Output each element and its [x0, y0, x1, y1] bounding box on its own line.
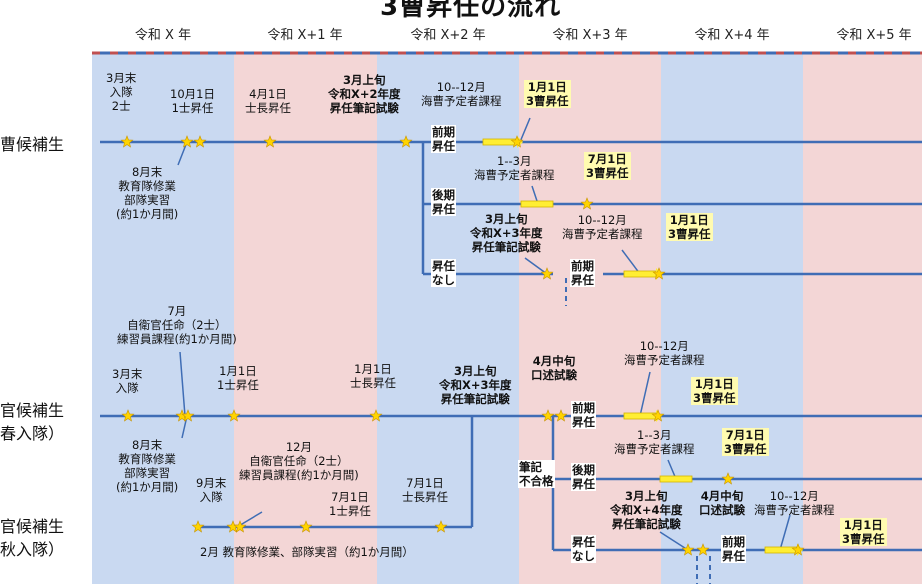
star-marker — [181, 409, 195, 422]
event-note: 12月 自衛官任命（2士） 練習員課程(約1か月間) — [239, 440, 359, 482]
branch-tag: 前期 昇任 — [721, 535, 746, 563]
event-note: 7月1日 士長昇任 — [402, 476, 448, 504]
connector-line — [524, 257, 548, 275]
year-band — [234, 52, 377, 584]
connector-line — [659, 531, 689, 551]
star-marker — [434, 520, 448, 533]
course-note: 10--12月 海曹予定者課程 — [754, 489, 835, 517]
star-marker — [696, 543, 710, 556]
star-marker — [193, 135, 207, 148]
promotion-note: 7月1日 3曹昇任 — [584, 152, 631, 180]
connector-line — [639, 371, 651, 417]
branch-tag: 昇任 なし — [431, 259, 456, 287]
star-marker — [120, 135, 134, 148]
course-bar — [520, 200, 554, 208]
year-header: 令和 X 年 — [134, 28, 192, 43]
event-note: 1月1日 1士昇任 — [217, 364, 259, 392]
year-header: 令和 X+3 年 — [552, 28, 628, 43]
exam-note: 3月上旬 令和X+3年度 昇任筆記試験 — [439, 364, 512, 406]
row-label: 春入隊） — [0, 424, 65, 443]
star-marker — [191, 520, 205, 533]
course-note: 1--3月 海曹予定者課程 — [474, 154, 555, 182]
year-header: 令和 X+1 年 — [267, 28, 343, 43]
branch-tag: 筆記 不合格 — [518, 460, 555, 488]
star-marker — [263, 135, 277, 148]
promotion-note: 1月1日 3曹昇任 — [840, 518, 887, 546]
connector-line — [779, 514, 791, 551]
event-note: 3月末 入隊 2士 — [106, 71, 137, 113]
exam-note: 3月上旬 令和X+2年度 昇任筆記試験 — [328, 73, 401, 115]
star-marker — [399, 135, 413, 148]
star-marker — [299, 520, 313, 533]
course-note: 10--12月 海曹予定者課程 — [562, 213, 643, 241]
event-note: 7月1日 1士昇任 — [329, 490, 371, 518]
year-header: 令和 X+2 年 — [410, 28, 486, 43]
year-header: 令和 X+5 年 — [836, 28, 912, 43]
course-bar — [623, 412, 657, 420]
year-band — [661, 52, 803, 584]
course-note: 10--12月 海曹予定者課程 — [421, 80, 502, 108]
branch-tag: 前期 昇任 — [431, 125, 456, 153]
star-markers — [120, 135, 805, 556]
star-marker — [510, 135, 524, 148]
course-note: 1--3月 海曹予定者課程 — [614, 428, 695, 456]
event-note: 8月末 教育隊修業 部隊実習 (約1か月間) — [116, 438, 179, 494]
exam-note: 4月中旬 口述試験 — [531, 354, 577, 382]
exam-note: 3月上旬 令和X+4年度 昇任筆記試験 — [610, 489, 683, 531]
star-marker — [541, 409, 555, 422]
promotion-note: 7月1日 3曹昇任 — [722, 428, 769, 456]
star-marker — [180, 135, 194, 148]
branch-tag: 後期 昇任 — [571, 463, 596, 491]
star-marker — [721, 472, 735, 485]
event-note: 10月1日 1士昇任 — [170, 87, 215, 115]
star-marker — [580, 197, 594, 210]
event-note: 9月末 入隊 — [196, 476, 227, 504]
exam-note: 4月中旬 口述試験 — [699, 489, 745, 517]
connector-line — [519, 117, 531, 143]
star-marker — [233, 520, 247, 533]
star-marker — [554, 409, 568, 422]
star-marker — [369, 409, 383, 422]
branch-tag: 昇任 なし — [571, 535, 596, 563]
row-label: 官候補生 — [0, 401, 65, 420]
star-marker — [121, 409, 135, 422]
star-marker — [540, 267, 554, 280]
row-label: 官候補生 — [0, 517, 65, 536]
course-bar — [659, 475, 693, 483]
star-marker — [651, 409, 665, 422]
star-marker — [791, 543, 805, 556]
year-band — [519, 52, 661, 584]
row-label: 秋入隊） — [0, 540, 65, 559]
event-note: 4月1日 士長昇任 — [245, 87, 291, 115]
year-header: 令和 X+4 年 — [694, 28, 770, 43]
star-marker — [652, 267, 666, 280]
branch-tag: 前期 昇任 — [570, 259, 595, 287]
diagram-title: 3曹昇任の流れ — [380, 0, 562, 22]
course-note: 10--12月 海曹予定者課程 — [624, 339, 705, 367]
connector-line — [179, 351, 186, 417]
star-marker — [227, 409, 241, 422]
promotion-note: 1月1日 3曹昇任 — [691, 377, 738, 405]
event-note: 2月 教育隊修業、部隊実習（約1か月間） — [200, 545, 414, 559]
row-label: 曹候補生 — [0, 135, 65, 154]
branch-tag: 前期 昇任 — [571, 401, 596, 429]
connector-line — [621, 249, 641, 275]
exam-note: 3月上旬 令和X+3年度 昇任筆記試験 — [470, 212, 543, 254]
event-note: 7月 自衛官任命（2士） 練習員課程(約1か月間) — [117, 304, 237, 346]
event-note: 1月1日 士長昇任 — [350, 362, 396, 390]
promotion-note: 1月1日 3曹昇任 — [524, 80, 571, 108]
event-note: 3月末 入隊 — [112, 367, 143, 395]
year-band — [92, 52, 234, 584]
year-band — [803, 52, 922, 584]
star-marker — [681, 543, 695, 556]
promotion-note: 1月1日 3曹昇任 — [666, 213, 713, 241]
branch-tag: 後期 昇任 — [431, 188, 456, 216]
course-bar — [623, 270, 657, 278]
event-note: 8月末 教育隊修業 部隊実習 (約1か月間) — [116, 165, 179, 221]
